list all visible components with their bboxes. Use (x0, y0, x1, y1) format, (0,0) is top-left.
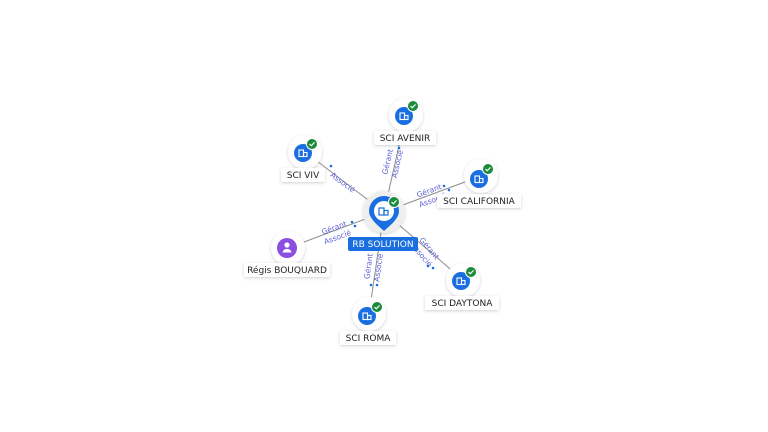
edge-label-sci-roma-1: Associé (372, 253, 385, 283)
check-icon (388, 196, 400, 208)
person-icon (282, 242, 292, 253)
edge-label-sci-roma-0: Gérant (362, 253, 375, 280)
check-icon (306, 138, 318, 150)
node-label: SCI AVENIR (380, 134, 431, 144)
node-sci-viv[interactable]: SCI VIV (281, 135, 325, 182)
node-label: Régis BOUQUARD (247, 265, 327, 276)
node-sci-daytona[interactable]: SCI DAYTONA (425, 263, 499, 310)
node-label: SCI ROMA (346, 334, 392, 344)
check-icon (482, 163, 494, 175)
building-icon (474, 175, 484, 184)
building-icon (362, 312, 372, 321)
check-icon (371, 301, 383, 313)
node-sci-california[interactable]: SCI CALIFORNIA (437, 159, 521, 208)
building-icon (378, 207, 389, 216)
edge-arrows (329, 142, 451, 287)
building-icon (456, 277, 466, 286)
building-icon (298, 149, 308, 158)
center-label: RB SOLUTION (352, 240, 413, 250)
node-label: SCI DAYTONA (432, 299, 494, 309)
node-regis-bouquard[interactable]: Régis BOUQUARD (244, 231, 330, 277)
node-label: SCI CALIFORNIA (443, 197, 516, 207)
node-label: SCI VIV (287, 171, 320, 181)
center-node[interactable]: RB SOLUTION (348, 191, 418, 251)
building-icon (399, 112, 409, 121)
check-icon (407, 100, 419, 112)
check-icon (465, 266, 477, 278)
edge-label-sci-viv-0: Associé (329, 170, 357, 194)
node-sci-roma[interactable]: SCI ROMA (340, 297, 396, 345)
node-sci-avenir[interactable]: SCI AVENIR (374, 98, 436, 145)
